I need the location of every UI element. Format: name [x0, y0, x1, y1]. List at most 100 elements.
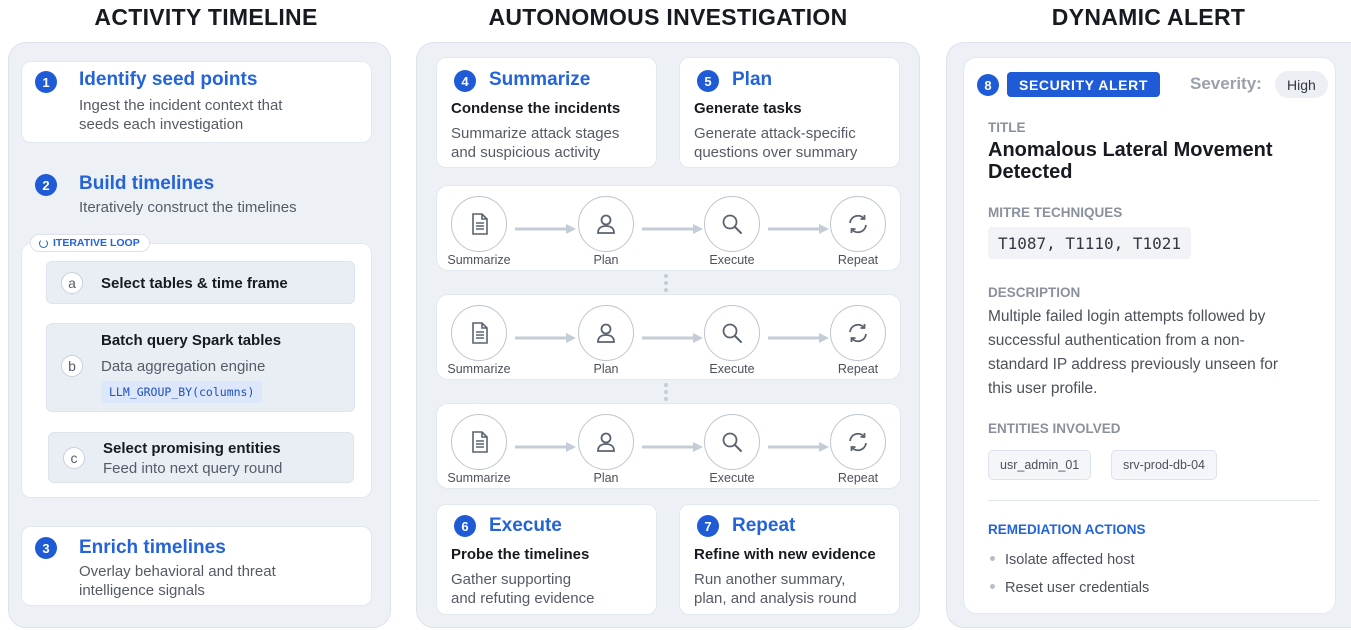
remediation-item-1: Isolate affected host [990, 552, 1135, 568]
activity-timeline-title: ACTIVITY TIMELINE [94, 4, 318, 30]
refresh-icon [830, 196, 886, 252]
flow-arrow [642, 439, 704, 452]
card-repeat-desc-2: plan, and analysis round [694, 590, 857, 607]
iterative-loop-badge: ITERATIVE LOOP [30, 234, 150, 252]
flow-arrow [515, 221, 577, 234]
card-summarize-title: Summarize [489, 69, 591, 90]
flow-label: Plan [593, 362, 619, 376]
alert-title-line-2: Detected [988, 161, 1073, 183]
step-3-desc-line-2: intelligence signals [79, 582, 205, 599]
loop-icon [39, 238, 48, 248]
entities-label: ENTITIES INVOLVED [988, 421, 1121, 436]
description-line-4: this user profile. [988, 380, 1098, 397]
card-execute: 6 Execute Probe the timelines Gather sup… [436, 504, 657, 615]
substep-b-title: Batch query Spark tables [101, 332, 282, 349]
substep-c-desc: Feed into next query round [103, 460, 283, 477]
alert-description: Multiple failed login attempts followed … [988, 305, 1278, 401]
flow-label: Plan [593, 253, 619, 267]
flow-arrow [768, 221, 830, 234]
mitre-techniques-value: T1087, T1110, T1021 [988, 227, 1192, 259]
card-summarize: 4 Summarize Condense the incidents Summa… [436, 57, 657, 168]
card-plan: 5 Plan Generate tasks Generate attack-sp… [679, 57, 900, 168]
flow-row-1: Summarize Plan Execute Repeat [436, 185, 901, 271]
substep-a-letter: a [61, 272, 83, 294]
description-line-1: Multiple failed login attempts followed … [988, 308, 1266, 325]
alert-card [963, 57, 1336, 614]
user-icon [578, 414, 634, 470]
step-1-desc-line-2: seeds each investigation [79, 116, 244, 133]
entity-chip-user[interactable]: usr_admin_01 [988, 450, 1092, 480]
step-1-title: Identify seed points [79, 69, 258, 90]
description-line-3: standard IP address previously unseen fo… [988, 356, 1279, 373]
step-3-card [21, 526, 372, 606]
remediation-label: REMEDIATION ACTIONS [988, 522, 1146, 537]
autonomous-investigation-title: AUTONOMOUS INVESTIGATION [488, 4, 848, 30]
severity-value: High [1275, 71, 1328, 98]
remediation-item-2: Reset user credentials [990, 580, 1149, 596]
card-plan-desc-2: questions over summary [694, 144, 858, 161]
card-plan-title: Plan [732, 69, 773, 90]
card-repeat-head: Refine with new evidence [694, 546, 876, 563]
card-execute-desc-1: Gather supporting [451, 571, 572, 588]
flow-arrow [642, 330, 704, 343]
user-icon [578, 196, 634, 252]
substep-c-title: Select promising entities [103, 440, 281, 457]
search-icon [704, 414, 760, 470]
card-execute-head: Probe the timelines [451, 546, 590, 563]
substep-a: a Select tables & time frame [46, 261, 355, 304]
flow-label: Repeat [837, 362, 879, 376]
document-icon [451, 414, 507, 470]
document-icon [451, 305, 507, 361]
flow-arrow [515, 330, 577, 343]
description-label: DESCRIPTION [988, 285, 1081, 300]
card-execute-desc-2: and refuting evidence [451, 590, 595, 607]
card-execute-number: 6 [454, 515, 476, 537]
card-summarize-head: Condense the incidents [451, 100, 621, 117]
card-summarize-desc-2: and suspicious activity [451, 144, 601, 161]
substep-a-title: Select tables & time frame [101, 275, 288, 292]
flow-arrow [768, 330, 830, 343]
flow-label: Summarize [447, 471, 511, 485]
refresh-icon [830, 414, 886, 470]
card-plan-head: Generate tasks [694, 100, 802, 117]
flow-label: Repeat [837, 253, 879, 267]
severity-label: Severity: [1190, 74, 1262, 93]
card-repeat-title: Repeat [732, 515, 796, 536]
alert-divider [988, 500, 1319, 501]
flow-arrow [642, 221, 704, 234]
document-icon [451, 196, 507, 252]
substep-b: b Batch query Spark tables Data aggregat… [46, 323, 355, 412]
security-alert-badge: SECURITY ALERT [1007, 72, 1160, 97]
flow-label: Execute [709, 471, 755, 485]
iterative-loop-label: ITERATIVE LOOP [53, 237, 140, 249]
flow-arrow [515, 439, 577, 452]
substep-b-code: LLM_GROUP_BY(columns) [101, 381, 263, 403]
flow-label: Execute [709, 253, 755, 267]
search-icon [704, 196, 760, 252]
entity-chip-server[interactable]: srv-prod-db-04 [1111, 450, 1217, 480]
step-1-number: 1 [35, 71, 57, 93]
refresh-icon [830, 305, 886, 361]
alert-title-line-1: Anomalous Lateral Movement [988, 139, 1273, 161]
flow-divider-dots-2 [664, 383, 668, 404]
substep-b-desc: Data aggregation engine [101, 358, 266, 375]
flow-divider-dots-1 [664, 274, 668, 295]
step-3-desc-line-1: Overlay behavioral and threat [79, 563, 276, 580]
flow-label: Execute [709, 362, 755, 376]
title-label: TITLE [988, 120, 1026, 135]
alert-number: 8 [977, 74, 999, 96]
flow-label: Repeat [837, 471, 879, 485]
card-execute-title: Execute [489, 515, 562, 536]
card-summarize-desc-1: Summarize attack stages [451, 125, 620, 142]
card-plan-desc-1: Generate attack-specific [694, 125, 856, 142]
step-2-number: 2 [35, 174, 57, 196]
flow-label: Summarize [447, 253, 511, 267]
flow-arrow [768, 439, 830, 452]
card-summarize-number: 4 [454, 70, 476, 92]
mitre-label: MITRE TECHNIQUES [988, 205, 1123, 220]
user-icon [578, 305, 634, 361]
card-repeat: 7 Repeat Refine with new evidence Run an… [679, 504, 900, 615]
card-plan-number: 5 [697, 70, 719, 92]
